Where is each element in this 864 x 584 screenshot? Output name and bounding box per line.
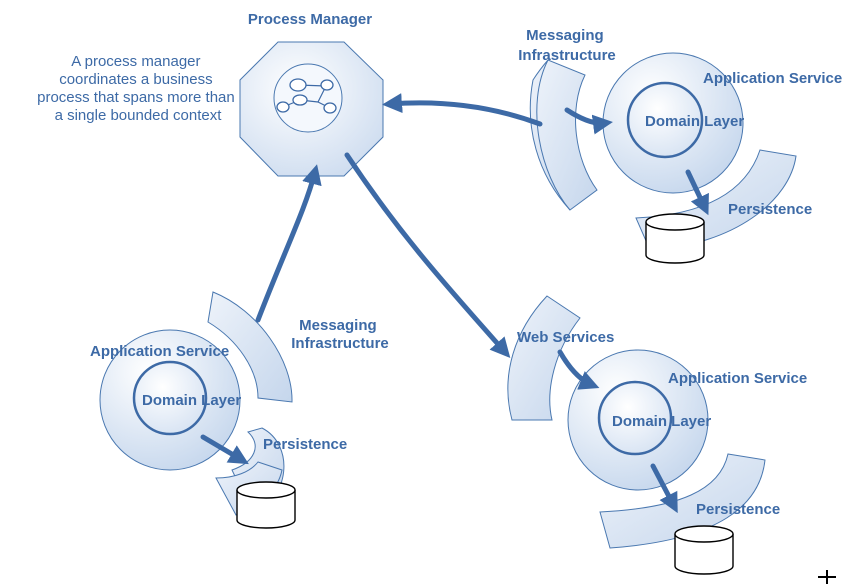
bottom-right-persistence-arrow xyxy=(650,463,678,514)
bottom-left-channel-line-1: Messaging xyxy=(299,317,377,334)
bottom-right-database-icon xyxy=(674,525,734,575)
top-right-domain-label: Domain Layer xyxy=(645,113,744,130)
top-right-persistence-label: Persistence xyxy=(728,201,812,218)
top-right-channel-line-2: Infrastructure xyxy=(518,47,616,64)
bottom-right-domain-label: Domain Layer xyxy=(612,413,711,430)
bottom-left-service: Messaging Infrastructure Application Ser… xyxy=(90,291,389,529)
bottom-left-domain-circle xyxy=(132,360,208,436)
description-line-2: coordinates a business xyxy=(59,71,212,88)
top-right-inbound-arrow xyxy=(564,107,613,135)
top-right-channel-line-1: Messaging xyxy=(526,27,604,44)
process-manager-title: Process Manager xyxy=(248,11,372,28)
bottom-right-domain-circle xyxy=(597,380,673,456)
bottom-right-webservices-band xyxy=(507,295,581,421)
top-right-messaging-band-shape xyxy=(536,59,598,211)
bottom-left-domain-label: Domain Layer xyxy=(142,392,241,409)
bottom-left-persistence-label: Persistence xyxy=(263,436,347,453)
top-right-database-icon xyxy=(645,213,705,264)
bottom-right-service: Web Services Application Service Domain … xyxy=(507,295,807,575)
top-right-service: Messaging Infrastructure Application Ser… xyxy=(518,27,842,264)
description-line-1: A process manager xyxy=(71,53,200,70)
arrow-bottom-left-to-process-manager xyxy=(255,164,322,323)
arrow-messaging-to-process-manager xyxy=(382,93,543,127)
bottom-left-messaging-band xyxy=(207,291,293,403)
bottom-right-persistence-label: Persistence xyxy=(696,501,780,518)
bottom-left-persistence-arrow xyxy=(200,434,249,465)
workflow-icon xyxy=(273,63,343,133)
crosshair-cursor-icon xyxy=(818,570,836,584)
bottom-right-inbound-arrow xyxy=(557,349,600,390)
top-right-channel-label: Messaging Infrastructure xyxy=(518,27,616,64)
bottom-right-persistence-band xyxy=(599,453,766,549)
description-line-3: process that spans more than xyxy=(37,89,235,106)
top-right-service-label: Application Service xyxy=(703,70,842,87)
bottom-left-service-label: Application Service xyxy=(90,343,229,360)
description-line-4: a single bounded context xyxy=(55,107,223,124)
process-manager-description: A process manager coordinates a business… xyxy=(37,53,239,124)
bottom-left-channel-line-2: Infrastructure xyxy=(291,335,389,352)
bottom-left-channel-label: Messaging Infrastructure xyxy=(291,317,389,352)
process-manager: Process Manager A process manager coordi… xyxy=(37,11,384,177)
top-right-persistence-arrow xyxy=(685,169,709,216)
bottom-left-database-icon xyxy=(236,481,296,529)
bottom-right-service-label: Application Service xyxy=(668,370,807,387)
bottom-right-channel-label: Web Services xyxy=(517,329,614,346)
top-right-domain-circle xyxy=(626,81,704,159)
arrow-process-manager-to-web-services xyxy=(344,152,511,358)
